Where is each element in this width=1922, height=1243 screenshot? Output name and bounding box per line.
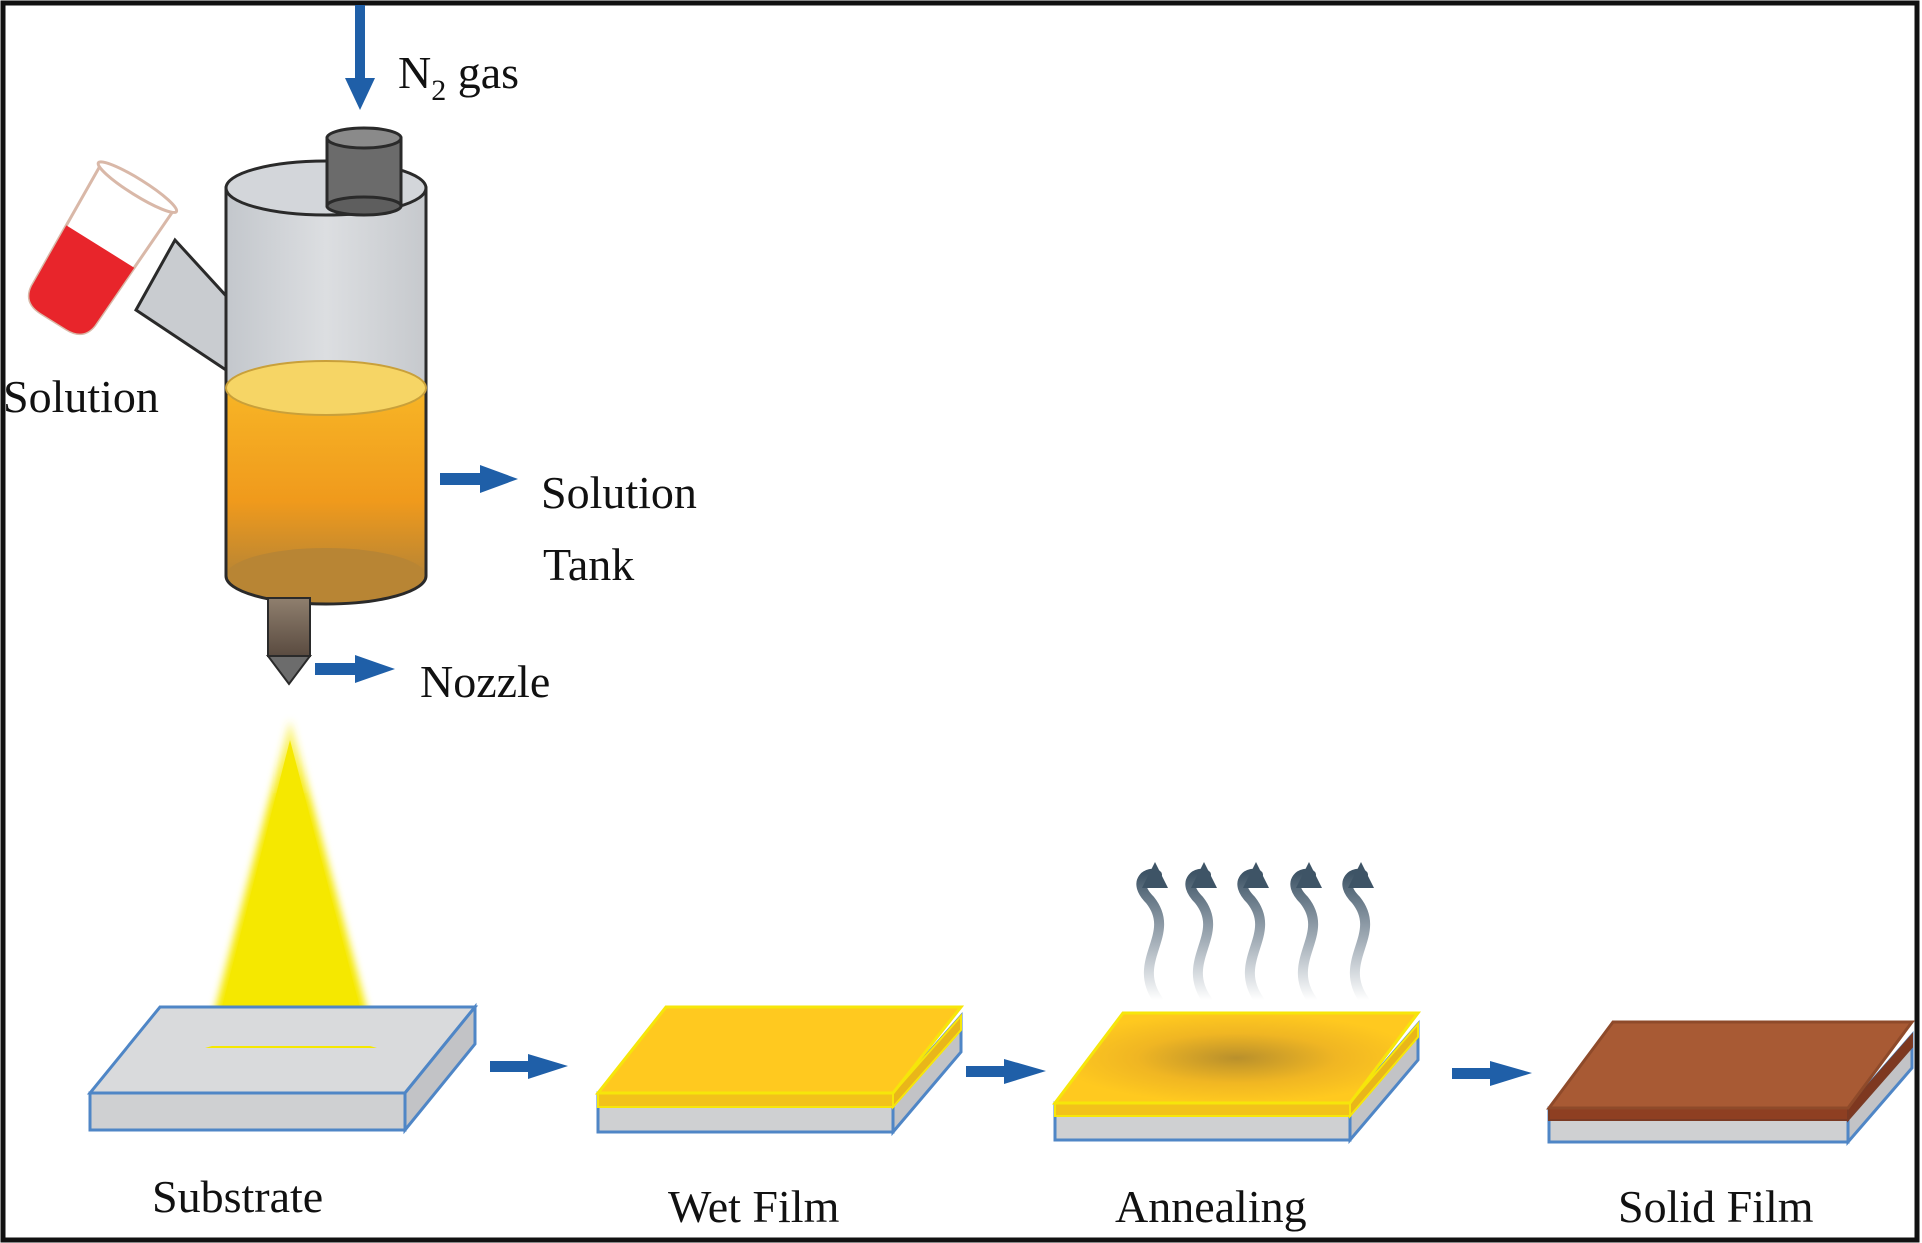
process-arrow-1 [490,1054,568,1079]
n2-subscript: 2 [431,74,446,107]
solid-film-label: Solid Film [1618,1181,1814,1232]
tank-label-line2: Tank [543,539,634,590]
vapor-arrow-1 [1136,868,1165,1005]
vapor-arrows [1136,868,1371,1005]
vapor-arrow-4 [1290,868,1319,1005]
vapor-arrowheads [1142,862,1374,888]
beaker-icon [27,160,179,336]
nozzle-arrow [315,655,395,683]
wet-film-plate [594,1005,965,1137]
vapor-arrow-2 [1185,868,1214,1005]
spray-footprint [205,1046,377,1048]
tank-label-line1: Solution [541,467,697,518]
wet-film-label: Wet Film [668,1181,840,1232]
n2-gas-label: N2 gas [398,47,519,107]
substrate-label: Substrate [152,1171,323,1222]
n2-gas-text: gas [446,47,519,98]
vapor-arrow-3 [1237,868,1266,1005]
gas-cap [325,126,403,217]
substrate-plate [86,1002,479,1135]
solution-tank [224,159,428,606]
annealing-plate [1051,1011,1422,1145]
vapor-arrow-5 [1342,868,1371,1005]
process-arrow-3 [1452,1061,1532,1086]
solution-label: Solution [3,371,159,422]
solid-film-plate [1546,1020,1915,1147]
process-arrow-2 [966,1059,1046,1084]
nozzle-label: Nozzle [420,656,550,707]
liquid-surface [225,360,427,416]
spray-cone-core [212,740,370,1046]
annealing-label: Annealing [1115,1181,1307,1232]
n2-main: N [398,47,431,98]
nozzle-icon [266,597,312,686]
tank-arrow [440,465,518,493]
n2-gas-arrow [345,5,375,110]
